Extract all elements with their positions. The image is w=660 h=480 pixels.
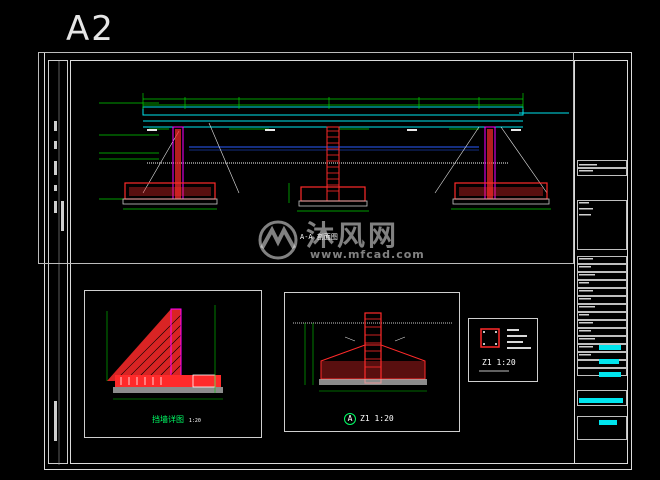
title-block-row bbox=[577, 168, 627, 176]
title-block-row bbox=[577, 280, 627, 288]
title-block-row bbox=[577, 296, 627, 304]
watermark-url: www.mfcad.com bbox=[310, 248, 425, 261]
title-block-row bbox=[577, 416, 627, 440]
title-block bbox=[574, 60, 628, 464]
column-footing-drawing bbox=[293, 312, 453, 392]
watermark-title: 沐风网 bbox=[306, 219, 400, 252]
column-section-detail-viewport[interactable] bbox=[468, 318, 538, 382]
title-block-row bbox=[577, 328, 627, 336]
main-section-caption: A-A 剖面图 bbox=[300, 233, 338, 241]
title-block-highlight bbox=[599, 345, 621, 350]
detail-marker-circle: A bbox=[344, 413, 356, 425]
column-section-drawing bbox=[479, 328, 531, 372]
title-block-row bbox=[577, 264, 627, 272]
retaining-wall-caption-name: 挡墙详图 bbox=[152, 415, 184, 424]
title-block-highlight bbox=[599, 420, 617, 425]
watermark: 沐风网 www.mfcad.com bbox=[252, 218, 425, 262]
sheet-size-label: A2 bbox=[66, 9, 115, 49]
title-block-row bbox=[577, 336, 627, 344]
retaining-wall-caption-scale: 1:20 bbox=[188, 418, 201, 424]
main-section-drawing bbox=[99, 93, 569, 212]
title-block-row bbox=[577, 288, 627, 296]
title-block-row bbox=[577, 304, 627, 312]
title-block-row bbox=[577, 312, 627, 320]
title-block-row bbox=[577, 256, 627, 264]
title-block-row bbox=[577, 390, 627, 406]
title-block-row bbox=[577, 160, 627, 168]
retaining-wall-drawing bbox=[106, 305, 223, 400]
column-section-caption: Z1 1:20 bbox=[482, 358, 516, 367]
column-footing-detail-viewport[interactable] bbox=[284, 292, 460, 432]
column-footing-caption: Z1 1:20 bbox=[360, 414, 394, 423]
title-block-text-strokes bbox=[579, 164, 597, 356]
retaining-wall-detail-viewport[interactable] bbox=[84, 290, 262, 438]
title-block-highlight bbox=[599, 372, 621, 377]
title-block-row bbox=[577, 344, 627, 352]
title-block-project-cell bbox=[577, 200, 627, 250]
main-section-viewport[interactable] bbox=[38, 52, 574, 264]
retaining-wall-caption: 挡墙详图 1:20 bbox=[152, 414, 201, 425]
title-block-row bbox=[577, 272, 627, 280]
title-block-highlight bbox=[599, 359, 619, 364]
title-block-row bbox=[577, 320, 627, 328]
detail-marker-letter: A bbox=[347, 414, 353, 423]
title-block-highlight bbox=[579, 398, 623, 403]
drawing-border-inner bbox=[70, 60, 628, 464]
mf-logo-icon bbox=[258, 220, 298, 260]
